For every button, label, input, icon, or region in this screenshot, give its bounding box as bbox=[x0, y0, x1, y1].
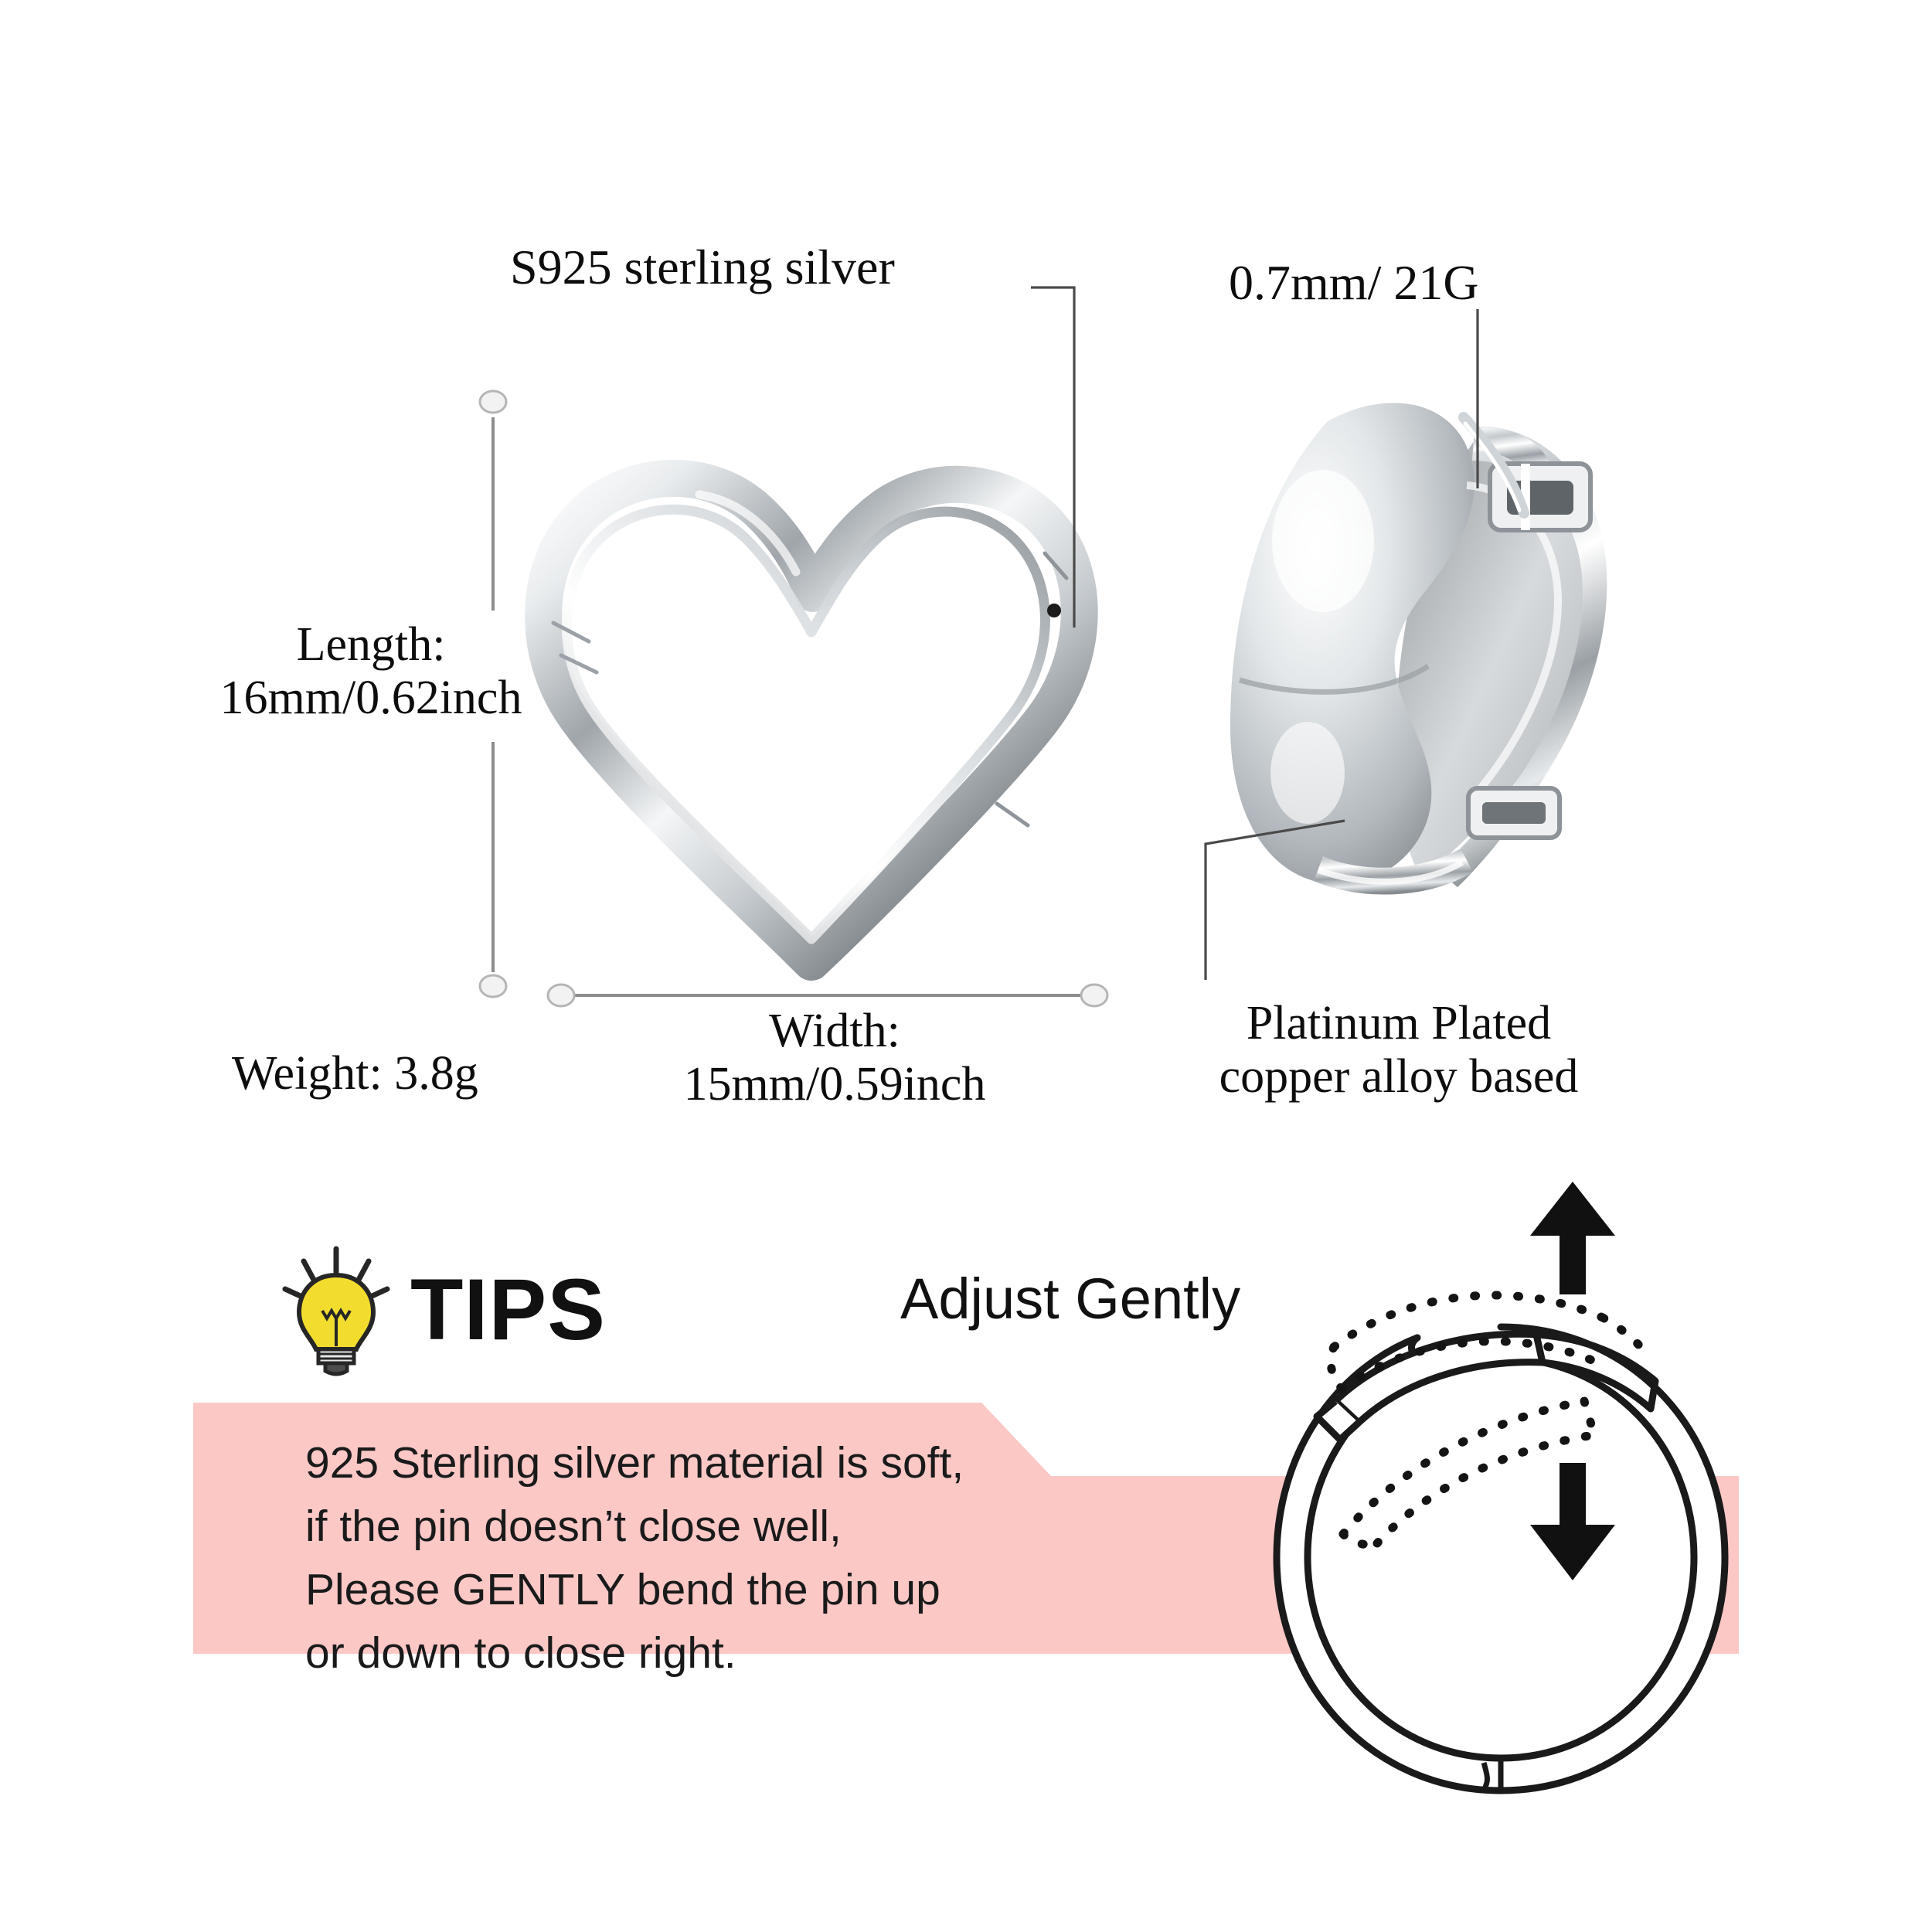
label-length: Length: 16mm/0.62inch bbox=[219, 618, 522, 725]
label-material: S925 sterling silver bbox=[510, 240, 895, 294]
tips-line-3: Please GENTLY bend the pin up bbox=[305, 1565, 940, 1615]
label-width: Width: 15mm/0.59inch bbox=[683, 1005, 986, 1111]
lightbulb-icon bbox=[282, 1246, 390, 1376]
tips-banner-block bbox=[193, 1403, 1051, 1654]
leader-line-plating bbox=[1204, 819, 1345, 980]
adjust-gently-title: Adjust Gently bbox=[900, 1267, 1241, 1331]
label-weight: Weight: 3.8g bbox=[232, 1047, 478, 1100]
arrow-up-icon bbox=[1530, 1182, 1615, 1294]
tips-heading: TIPS bbox=[410, 1261, 606, 1358]
label-gauge: 0.7mm/ 21G bbox=[1229, 255, 1479, 310]
arrow-down-icon bbox=[1530, 1463, 1615, 1580]
leader-line-material bbox=[1031, 286, 1076, 628]
detached-pin-segment bbox=[1332, 1330, 1546, 1427]
tips-line-4: or down to close right. bbox=[305, 1628, 736, 1679]
dimension-line-width bbox=[546, 983, 1109, 1008]
dimension-line-length bbox=[478, 389, 508, 998]
heart-hoop-earring-front bbox=[525, 459, 1098, 981]
tips-header: TIPS bbox=[282, 1244, 606, 1376]
tips-line-1: 925 Sterling silver material is soft, bbox=[305, 1438, 964, 1488]
motion-arc-down bbox=[1338, 1396, 1589, 1539]
tips-line-2: if the pin doesn’t close well, bbox=[305, 1502, 842, 1552]
label-plating: Platinum Plated copper alloy based bbox=[1219, 997, 1579, 1104]
heart-hoop-earring-side bbox=[1230, 403, 1607, 895]
tips-text-group: 925 Sterling silver material is soft, if… bbox=[305, 1431, 1047, 1685]
adjust-gently-diagram bbox=[1273, 1182, 1729, 1794]
